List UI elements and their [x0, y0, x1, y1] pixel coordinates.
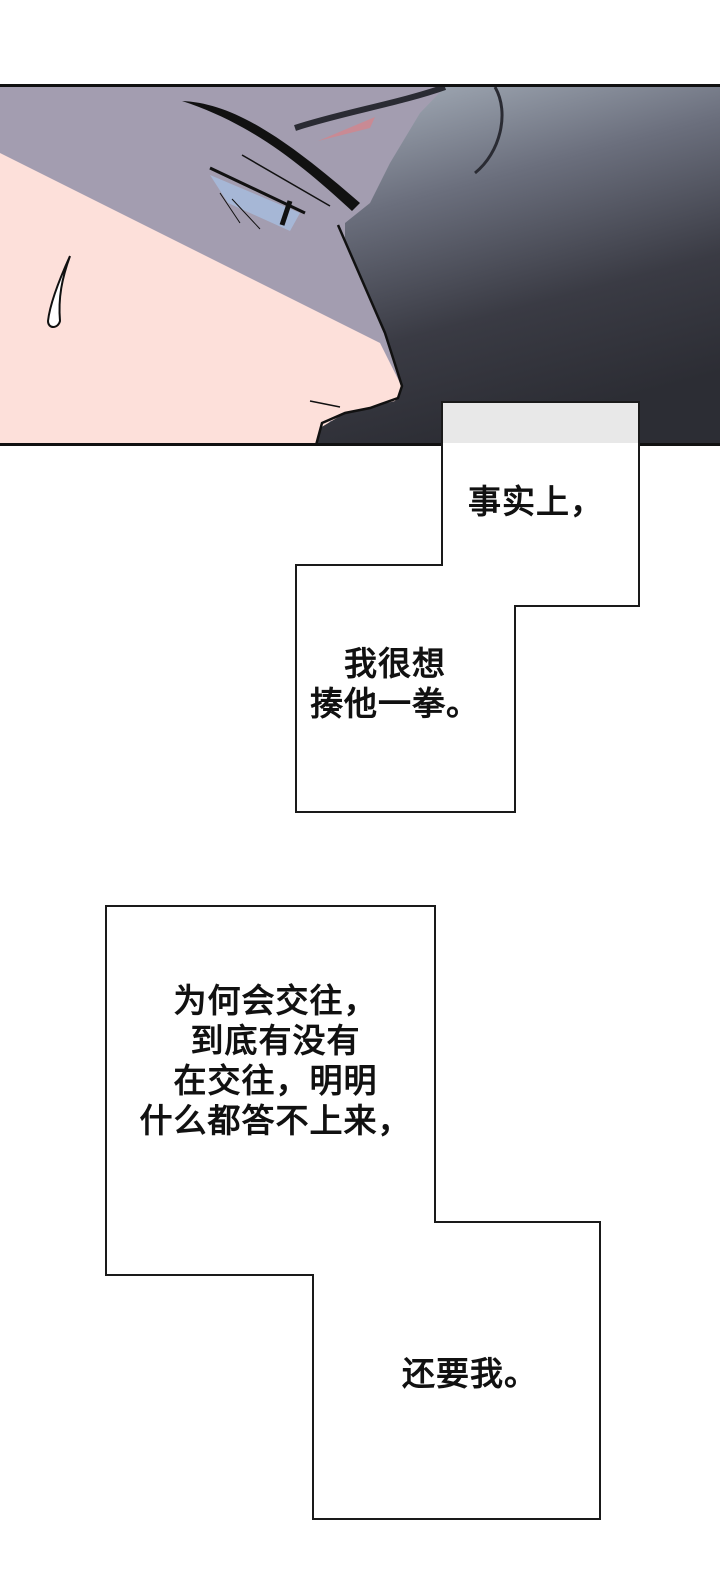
comic-panel	[0, 84, 720, 446]
caption-2-fill-upper	[107, 907, 434, 1274]
caption-2-fill-lower	[314, 1223, 599, 1518]
caption-1-text-top: 事实上，	[468, 482, 604, 521]
caption-1-overlap-shade	[443, 403, 638, 443]
caption-2-text-top: 为何会交往， 到底有没有 在交往，明明 什么都答不上来，	[139, 981, 412, 1140]
panel-illustration	[0, 87, 720, 443]
caption-2-text-bottom: 还要我。	[402, 1354, 538, 1393]
caption-1-text-bottom: 我很想 揍他一拳。	[310, 644, 480, 723]
caption-1-join	[443, 560, 514, 610]
